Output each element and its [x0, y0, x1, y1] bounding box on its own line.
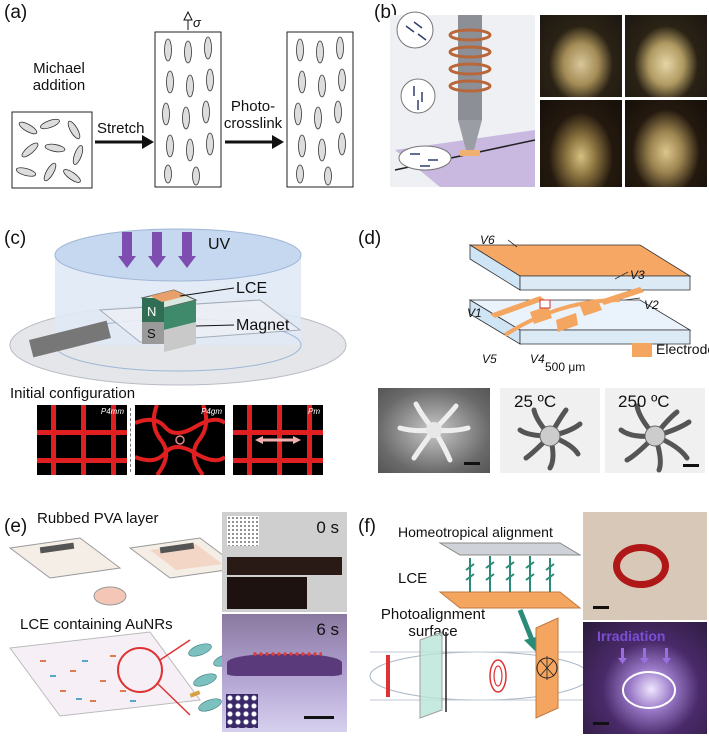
homeotropical-label: Homeotropical alignment	[398, 524, 553, 540]
lce-label-c: LCE	[236, 280, 268, 297]
voltage-v5: V5	[482, 352, 497, 366]
grid-tile-p4mm: P4mm	[37, 405, 127, 475]
sigma-label: σ	[193, 15, 201, 30]
grid-tile-pm: Pm	[233, 405, 323, 475]
voltage-v4: V4	[530, 352, 545, 366]
pole-n-label: N	[147, 304, 157, 319]
led-array-inset	[226, 694, 258, 728]
voltage-v1: V1	[467, 306, 482, 320]
time-6s-label: 6 s	[316, 620, 339, 639]
film-square-0s	[227, 577, 307, 609]
scale-bar-f2	[593, 722, 609, 725]
dot-grid-inset	[227, 516, 259, 546]
film-strip-6s	[227, 654, 342, 676]
initial-configuration-label: Initial configuration	[10, 385, 136, 402]
grid-tile-p4gm: P4gm	[135, 405, 225, 475]
tile-pm-label: Pm	[308, 407, 320, 416]
scale-bar-f1	[593, 606, 609, 609]
michael-addition-label: Michael addition	[32, 60, 86, 95]
panel-a-label: (a)	[4, 2, 28, 23]
panel-c-label: (c)	[4, 228, 27, 249]
rubbed-pva-label: Rubbed PVA layer	[37, 510, 159, 527]
printed-disc-photo-2	[625, 15, 707, 97]
aunr-film-6s-photo: 6 s	[222, 614, 347, 732]
gear-250c-photo	[605, 388, 705, 473]
panel-e-label: (e)	[4, 516, 28, 537]
heat-dots	[252, 652, 322, 656]
stretch-label: Stretch	[97, 120, 145, 137]
lce-ring-photo	[583, 512, 707, 620]
lce-aunrs-label: LCE containing AuNRs	[20, 616, 173, 633]
scale-500um: 500 μm	[545, 360, 586, 374]
lce-label-f: LCE	[398, 570, 428, 587]
printed-cone-photo	[540, 100, 622, 187]
tile-divider	[130, 408, 131, 472]
voltage-v3: V3	[630, 268, 645, 282]
aunr-film-0s-photo: 0 s	[222, 512, 347, 612]
sem-gear-photo	[378, 388, 490, 473]
lce-ring	[613, 544, 669, 588]
voltage-v2: V2	[644, 298, 659, 312]
panel-f-label: (f)	[358, 516, 376, 537]
electrode-legend-label: Electrode	[656, 341, 709, 357]
photocrosslink-label: Photo-crosslink	[223, 98, 283, 133]
temp-25c-label: 25 ºC	[514, 392, 557, 411]
time-0s-label: 0 s	[316, 518, 339, 537]
printed-disc-photo-1	[540, 15, 622, 97]
tile-p4gm-label: P4gm	[201, 407, 222, 416]
tile-p4mm-label: P4mm	[100, 407, 124, 416]
panel-d-label: (d)	[358, 228, 382, 249]
pole-s-label: S	[147, 326, 156, 341]
uv-label: UV	[208, 236, 231, 253]
scale-bar-e	[304, 716, 334, 719]
gear-25c-photo	[500, 388, 600, 473]
printed-folded-photo	[625, 100, 707, 187]
temp-250c-label: 250 ºC	[618, 392, 670, 411]
voltage-v6: V6	[480, 233, 495, 247]
irradiation-label: Irradiation	[597, 628, 666, 644]
irradiation-photo: Irradiation	[583, 622, 707, 734]
film-strip-0s	[227, 557, 342, 575]
magnet-label: Magnet	[236, 317, 290, 334]
